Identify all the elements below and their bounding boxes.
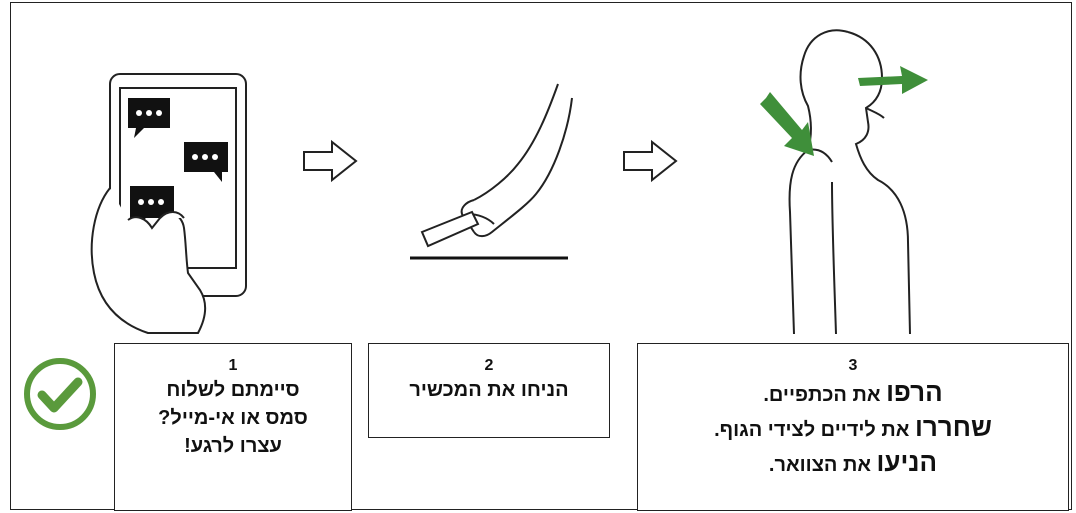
step-3-line-1-rest: את הכתפיים. <box>763 384 887 406</box>
step-3-line-3-rest: את הצוואר. <box>768 454 877 476</box>
diagram-frame <box>10 2 1072 510</box>
step-1-caption: 1 סיימתם לשלוח סמס או אי-מייל? עצרו לרגע… <box>114 343 352 511</box>
step-2-line-1: הניחו את המכשיר <box>409 379 569 401</box>
step-3-line-2-rest: את לידיים לצידי הגוף. <box>714 419 915 441</box>
step-1-line-1: סיימתם לשלוח <box>166 379 300 401</box>
step-1-line-2: סמס או אי-מייל? <box>158 407 308 429</box>
step-3-line-1-strong: הרפו <box>886 377 943 407</box>
message-bubble-icon <box>128 98 170 138</box>
step-3-line-1: הרפו את הכתפיים. <box>638 376 1068 411</box>
message-bubble-icon <box>184 142 228 182</box>
device-icon <box>420 210 480 248</box>
step-2-number: 2 <box>484 357 494 374</box>
step-1-line-3: עצרו לרגע! <box>184 435 282 457</box>
step-3-line-2: שחררו את לידיים לצידי הגוף. <box>638 411 1068 446</box>
step-3-line-2-strong: שחררו <box>914 412 992 442</box>
green-arrow-icon <box>858 66 928 94</box>
outline-right-arrow-icon <box>303 139 358 183</box>
outline-right-arrow-icon <box>623 139 678 183</box>
step-3-number: 3 <box>848 357 858 374</box>
step-2-caption: 2 הניחו את המכשיר <box>368 343 610 438</box>
green-arrow-icon <box>760 92 814 156</box>
step-3-line-3: הניעו את הצוואר. <box>638 446 1068 481</box>
hand-icon <box>90 187 206 334</box>
phone-illustration <box>90 73 247 334</box>
person-neck-stretch-illustration <box>760 29 928 335</box>
green-check-circle-icon <box>24 358 96 430</box>
step-3-line-3-strong: הניעו <box>876 447 938 477</box>
step-3-caption: 3 הרפו את הכתפיים. שחררו את לידיים לצידי… <box>637 343 1069 511</box>
hand-placing-device-illustration <box>410 83 573 260</box>
person-outline-icon <box>788 29 911 335</box>
step-1-number: 1 <box>228 357 238 374</box>
hand-icon <box>460 83 573 238</box>
